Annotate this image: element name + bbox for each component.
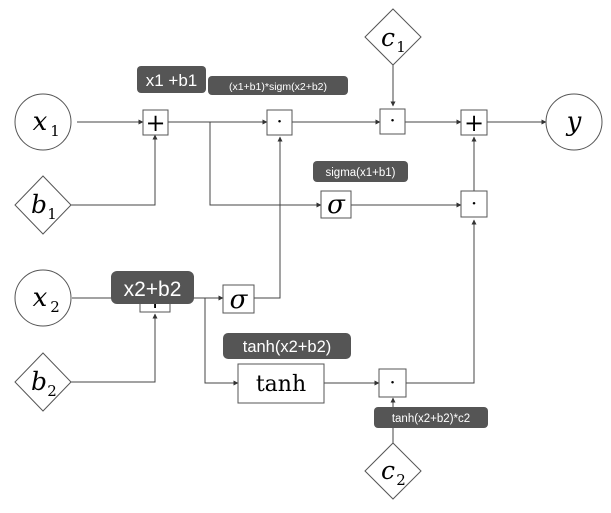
dot-node-4: · (378, 368, 407, 398)
node-x2: x 2 (14, 269, 72, 327)
tanh-node: tanh (237, 363, 325, 404)
x2-sub: 2 (50, 298, 60, 316)
edge-plus1-sigma1 (209, 122, 322, 208)
c1-base: c (381, 23, 395, 52)
x2-base: x (33, 283, 48, 313)
badge-product-top: (x1+b1)*sigm(x2+b2) (208, 76, 348, 95)
dot-node-1: · (266, 109, 293, 136)
c1-sub: 1 (396, 38, 406, 56)
badge-tanh-x2-b2: tanh(x2+b2) (223, 333, 351, 359)
connections (70, 62, 547, 443)
b2-sub: 2 (47, 382, 57, 400)
badge-x2-plus-b2: x2+b2 (111, 271, 194, 304)
x1-base: x (33, 107, 48, 137)
sigma-node-2: σ (222, 284, 255, 315)
plus-symbol: + (464, 109, 484, 137)
node-y: y (545, 93, 603, 151)
node-c1: c 1 (364, 8, 422, 66)
edge-b2-plus3 (70, 313, 158, 383)
edge-plus3-tanh (204, 298, 239, 386)
badge-x1-plus-b1: x1 +b1 (137, 66, 206, 93)
badge-text: tanh(x2+b2) (243, 338, 332, 356)
badge-tanh-times-c2: tanh(x2+b2)*c2 (374, 407, 488, 428)
badge-text: x2+b2 (124, 278, 182, 301)
badge-text: tanh(x2+b2)*c2 (392, 413, 470, 425)
y-label: y (566, 107, 582, 137)
dot-symbol: · (276, 109, 282, 133)
edge-sigma2-dot1 (254, 136, 283, 299)
plus-symbol: + (145, 109, 165, 137)
dot-symbol: · (389, 108, 395, 132)
node-x1: x 1 (14, 93, 72, 151)
b1-sub: 1 (47, 205, 57, 223)
node-b1: b 1 (14, 175, 72, 235)
badge-text: x1 +b1 (146, 71, 198, 90)
badge-text: (x1+b1)*sigm(x2+b2) (229, 81, 327, 93)
dot-node-3: · (460, 190, 488, 218)
c2-sub: 2 (396, 471, 406, 489)
sigma-symbol: σ (230, 285, 249, 315)
edge-b1-plus1 (70, 134, 158, 206)
dot-symbol: · (471, 191, 477, 215)
sigma-node-1: σ (320, 190, 352, 220)
badge-sigma-x1-b1: sigma(x1+b1) (313, 161, 408, 182)
b2-base: b (31, 367, 47, 396)
sigma-symbol: σ (327, 190, 346, 220)
plus-node-2: + (460, 109, 488, 137)
node-b2: b 2 (14, 352, 72, 412)
badge-text: sigma(x1+b1) (326, 167, 396, 179)
edge-dot4-dot3 (406, 219, 477, 384)
plus-node-1: + (142, 109, 169, 137)
x1-sub: 1 (50, 122, 60, 140)
c2-base: c (381, 456, 395, 485)
dot-symbol: · (389, 370, 395, 394)
dot-node-2: · (379, 108, 406, 135)
node-c2: c 2 (364, 442, 422, 500)
tanh-label: tanh (256, 372, 306, 397)
b1-base: b (31, 190, 47, 219)
